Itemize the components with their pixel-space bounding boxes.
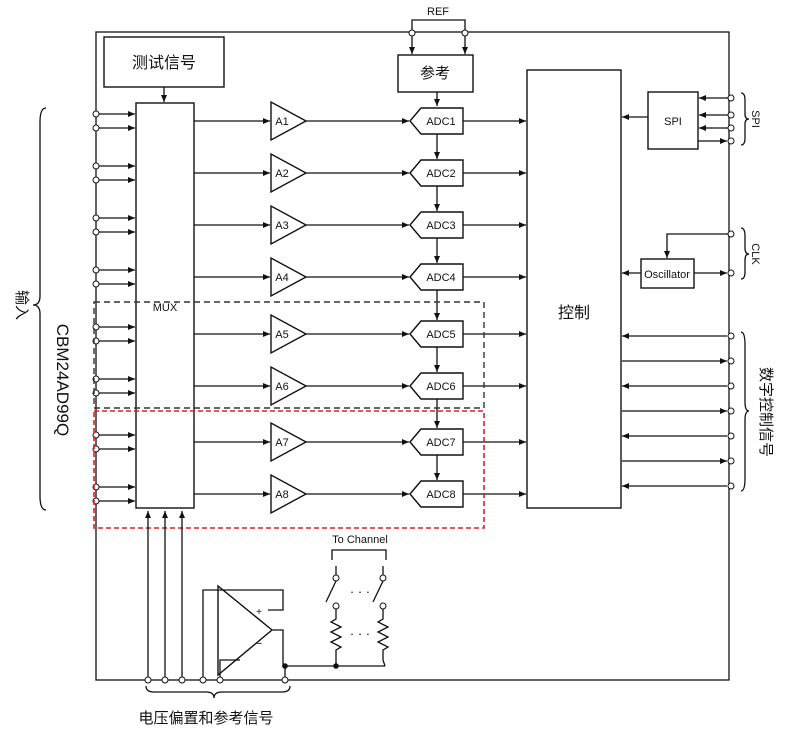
amplifier-label-2: A2 xyxy=(275,168,288,180)
input-terminal-4-2 xyxy=(92,280,100,288)
adc-label-2: ADC2 xyxy=(426,168,455,180)
adc-label-3: ADC3 xyxy=(426,220,455,232)
input-terminal-1-2 xyxy=(92,124,100,132)
amplifier-label-1: A1 xyxy=(275,116,288,128)
mux-block xyxy=(135,102,195,509)
switch-dots: · · · xyxy=(350,584,370,599)
group-box-red xyxy=(93,410,485,529)
amplifier-3 xyxy=(270,204,308,246)
amplifier-4 xyxy=(270,256,308,298)
adc-label-4: ADC4 xyxy=(426,272,455,284)
amplifier-label-5: A5 xyxy=(275,329,288,341)
opamp-minus: − xyxy=(256,638,262,650)
mux-label: MUX xyxy=(153,302,178,314)
amplifier-5 xyxy=(270,313,308,355)
amplifier-label-8: A8 xyxy=(275,489,288,501)
bias-ref-label: 电压偏置和参考信号 xyxy=(138,709,273,727)
input-terminal-4-1 xyxy=(92,266,100,274)
adc-label-7: ADC7 xyxy=(426,437,455,449)
oscillator-block xyxy=(640,258,695,289)
input-terminal-2-1 xyxy=(92,162,100,170)
bias-opamp xyxy=(217,584,274,677)
amplifier-label-6: A6 xyxy=(275,381,288,393)
control-block xyxy=(526,69,622,509)
control-label: 控制 xyxy=(558,303,590,322)
resistor-dots: · · · xyxy=(350,626,370,641)
amplifier-2 xyxy=(270,152,308,194)
spi-side-label: SPI xyxy=(749,110,761,128)
input-terminal-3-1 xyxy=(92,214,100,222)
amplifier-8 xyxy=(270,473,308,515)
amplifier-1 xyxy=(270,100,308,142)
input-terminal-3-2 xyxy=(92,228,100,236)
inputs-label: 输入 xyxy=(13,290,31,320)
opamp-plus: + xyxy=(256,607,262,618)
chip-name-label: CBM24AD99Q xyxy=(53,324,72,436)
input-terminal-2-2 xyxy=(92,176,100,184)
clk-side-label: CLK xyxy=(749,243,761,265)
reference-label: 参考 xyxy=(420,64,450,82)
spi-label: SPI xyxy=(664,116,682,128)
amplifier-label-4: A4 xyxy=(275,272,288,284)
adc-label-8: ADC8 xyxy=(426,489,455,501)
adc-label-5: ADC5 xyxy=(426,329,455,341)
amplifier-label-7: A7 xyxy=(275,437,288,449)
ref-label: REF xyxy=(427,6,449,18)
spi-block xyxy=(647,91,699,150)
amplifier-6 xyxy=(270,365,308,407)
group-box-gray xyxy=(93,301,485,409)
test-signal-label: 测试信号 xyxy=(132,53,196,72)
oscillator-label: Oscillator xyxy=(644,269,690,281)
to-channel-label: To Channel xyxy=(332,534,388,546)
input-terminal-1-1 xyxy=(92,110,100,118)
amplifier-label-3: A3 xyxy=(275,220,288,232)
adc-label-1: ADC1 xyxy=(426,116,455,128)
adc-label-6: ADC6 xyxy=(426,381,455,393)
reference-box xyxy=(397,54,474,93)
amplifier-7 xyxy=(270,421,308,463)
digital-control-label: 数字控制信号 xyxy=(757,367,775,457)
